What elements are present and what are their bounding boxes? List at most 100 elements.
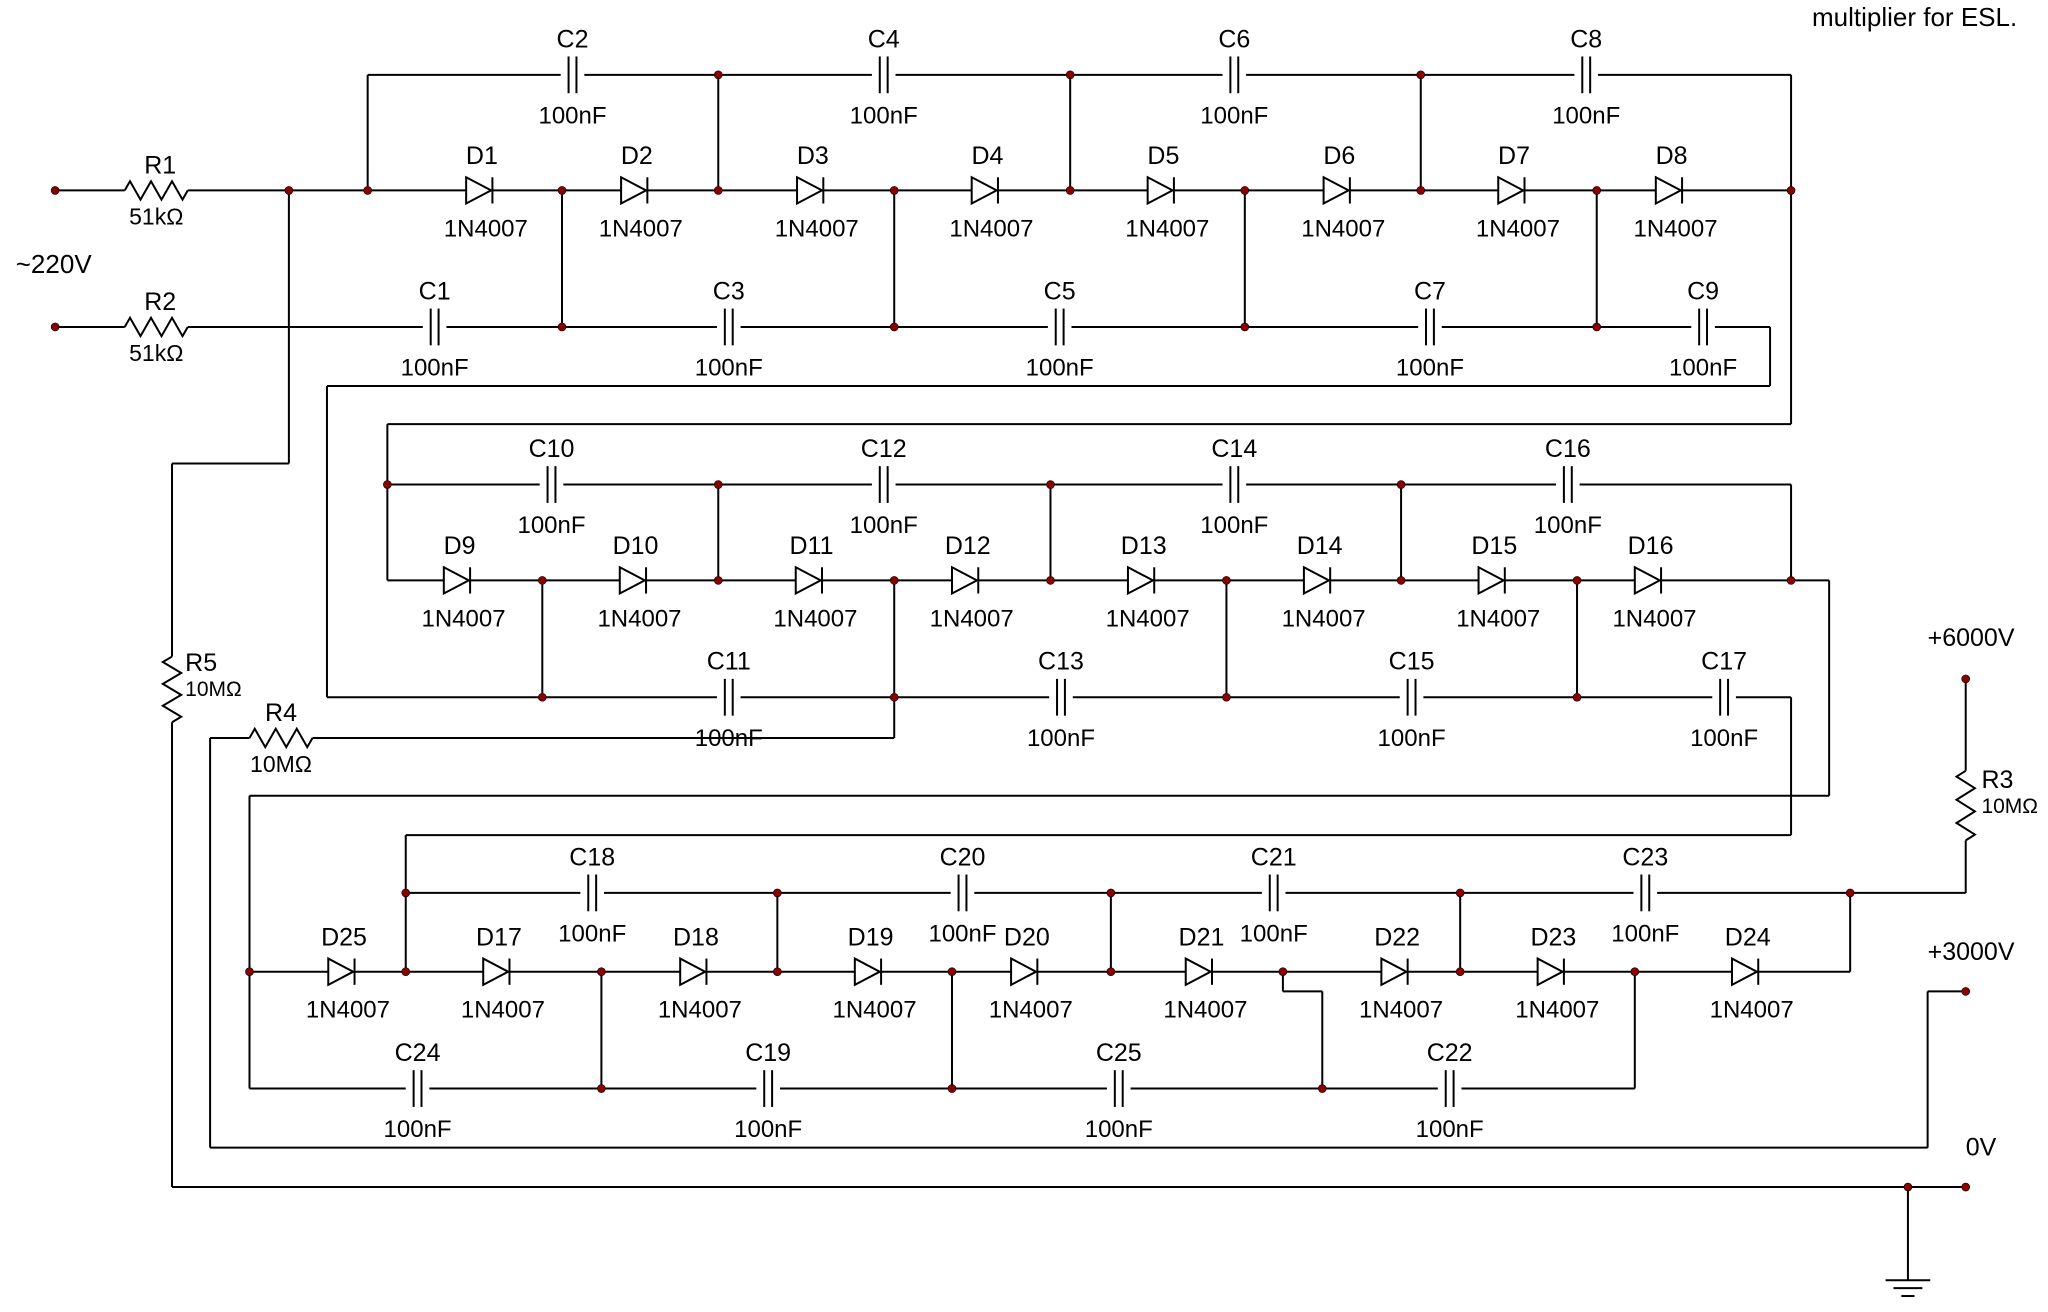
junction-node: [284, 186, 294, 195]
resistor-ref-label: R1: [144, 151, 176, 179]
diode-d12: [950, 565, 980, 596]
diode-d17: [482, 956, 511, 987]
capacitor-ref-label: C14: [1211, 435, 1257, 463]
resistor-r3: [1954, 769, 1977, 842]
capacitor-value-label: 100nF: [1240, 920, 1308, 947]
diode-ref-label: D20: [1004, 923, 1050, 951]
diode-d16: [1633, 565, 1663, 596]
diode-triangle: [1146, 175, 1175, 206]
junction-node: [363, 186, 372, 195]
junction-node: [889, 576, 899, 585]
capacitor-ref-label: C11: [707, 648, 751, 676]
junction-node: [50, 322, 60, 332]
diode-value-label: 1N4007: [421, 605, 505, 632]
capacitor-value-label: 100nF: [1027, 725, 1095, 752]
diode-ref-label: D2: [621, 142, 653, 170]
diode-triangle: [327, 956, 356, 987]
junction-nodes: [50, 70, 1971, 1192]
diode-d24: [1730, 956, 1760, 987]
resistor-value-label: 51kΩ: [129, 340, 183, 366]
capacitor-ref-label: C22: [1427, 1039, 1473, 1067]
capacitor-value-label: 100nF: [1085, 1116, 1153, 1143]
capacitor-value-label: 100nF: [695, 725, 763, 752]
diode-d20: [1010, 956, 1039, 987]
capacitor-ref-label: C23: [1622, 843, 1668, 871]
diode-value-label: 1N4007: [1633, 215, 1717, 242]
capacitor-value-label: 100nF: [928, 920, 996, 947]
capacitor-c7: [1425, 308, 1435, 346]
capacitor-value-label: 100nF: [401, 355, 469, 382]
capacitor-c3: [723, 308, 734, 346]
diode-value-label: 1N4007: [444, 215, 528, 242]
diode-value-label: 1N4007: [306, 997, 390, 1024]
capacitor-value-label: 100nF: [1669, 355, 1737, 382]
capacitor-c13: [1056, 678, 1066, 716]
junction-node: [1046, 576, 1055, 585]
diode-ref-label: D7: [1498, 142, 1530, 170]
junction-node: [1592, 186, 1602, 195]
diode-ref-label: D19: [848, 923, 894, 951]
junction-node: [1592, 322, 1602, 332]
diode-ref-label: D23: [1530, 923, 1576, 951]
junction-node: [713, 70, 723, 80]
diode-d23: [1536, 956, 1565, 987]
capacitor-ref-label: C21: [1251, 843, 1297, 871]
capacitor-ref-label: C16: [1545, 435, 1591, 463]
junction-node: [1396, 480, 1406, 489]
diode-ref-label: D24: [1725, 923, 1771, 951]
capacitor-value-label: 100nF: [517, 512, 585, 539]
capacitor-c8: [1581, 56, 1592, 94]
capacitor-ref-label: C12: [861, 435, 907, 463]
capacitor-value-label: 100nF: [1026, 355, 1094, 382]
capacitor-c12: [878, 466, 889, 503]
diode-value-label: 1N4007: [1515, 997, 1599, 1024]
junction-node: [1786, 576, 1796, 585]
capacitor-c17: [1719, 678, 1730, 716]
diode-triangle: [442, 565, 471, 596]
diode-value-label: 1N4007: [1163, 997, 1247, 1024]
capacitor-ref-label: C2: [557, 25, 589, 53]
junction-node: [1240, 186, 1250, 195]
capacitor-value-label: 100nF: [1396, 355, 1464, 382]
diode-value-label: 1N4007: [1612, 605, 1696, 632]
labels: R151kΩR251kΩR410MΩR510MΩR310MΩC2100nFC41…: [16, 25, 2038, 1161]
junction-node: [597, 967, 606, 976]
capacitor-value-label: 100nF: [384, 1116, 452, 1143]
diode-d8: [1654, 175, 1684, 206]
diode-d3: [796, 175, 825, 206]
resistor-r2: [123, 315, 189, 339]
junction-node: [889, 322, 899, 332]
capacitor-c19: [763, 1070, 774, 1107]
junction-node: [1065, 70, 1075, 80]
capacitor-c23: [1640, 874, 1651, 912]
diode-d6: [1322, 175, 1351, 206]
junction-node: [1106, 888, 1116, 898]
diode-ref-label: D21: [1179, 923, 1225, 951]
diode-value-label: 1N4007: [1710, 997, 1794, 1024]
diode-value-label: 1N4007: [1301, 215, 1385, 242]
capacitor-c6: [1229, 56, 1240, 94]
capacitor-ref-label: C7: [1414, 277, 1446, 305]
diode-value-label: 1N4007: [658, 997, 742, 1024]
capacitor-c24: [412, 1070, 423, 1107]
capacitor-value-label: 100nF: [695, 355, 763, 382]
diode-value-label: 1N4007: [1106, 605, 1190, 632]
diode-d25: [327, 956, 356, 987]
diode-d11: [794, 565, 824, 596]
diode-ref-label: D5: [1147, 142, 1179, 170]
junction-node: [1455, 888, 1465, 898]
diode-value-label: 1N4007: [832, 997, 916, 1024]
output-0v-label: 0V: [1966, 1134, 1997, 1162]
output-3000v-label: +3000V: [1928, 938, 2015, 966]
diode-triangle: [1322, 175, 1351, 206]
junction-node: [1630, 967, 1640, 976]
diode-triangle: [853, 956, 882, 987]
capacitor-c14: [1229, 466, 1240, 503]
junction-node: [245, 967, 254, 976]
capacitor-c15: [1406, 678, 1417, 716]
diode-d9: [442, 565, 472, 596]
capacitor-c21: [1268, 874, 1279, 912]
capacitor-c9: [1698, 308, 1709, 346]
capacitor-c22: [1444, 1070, 1455, 1107]
